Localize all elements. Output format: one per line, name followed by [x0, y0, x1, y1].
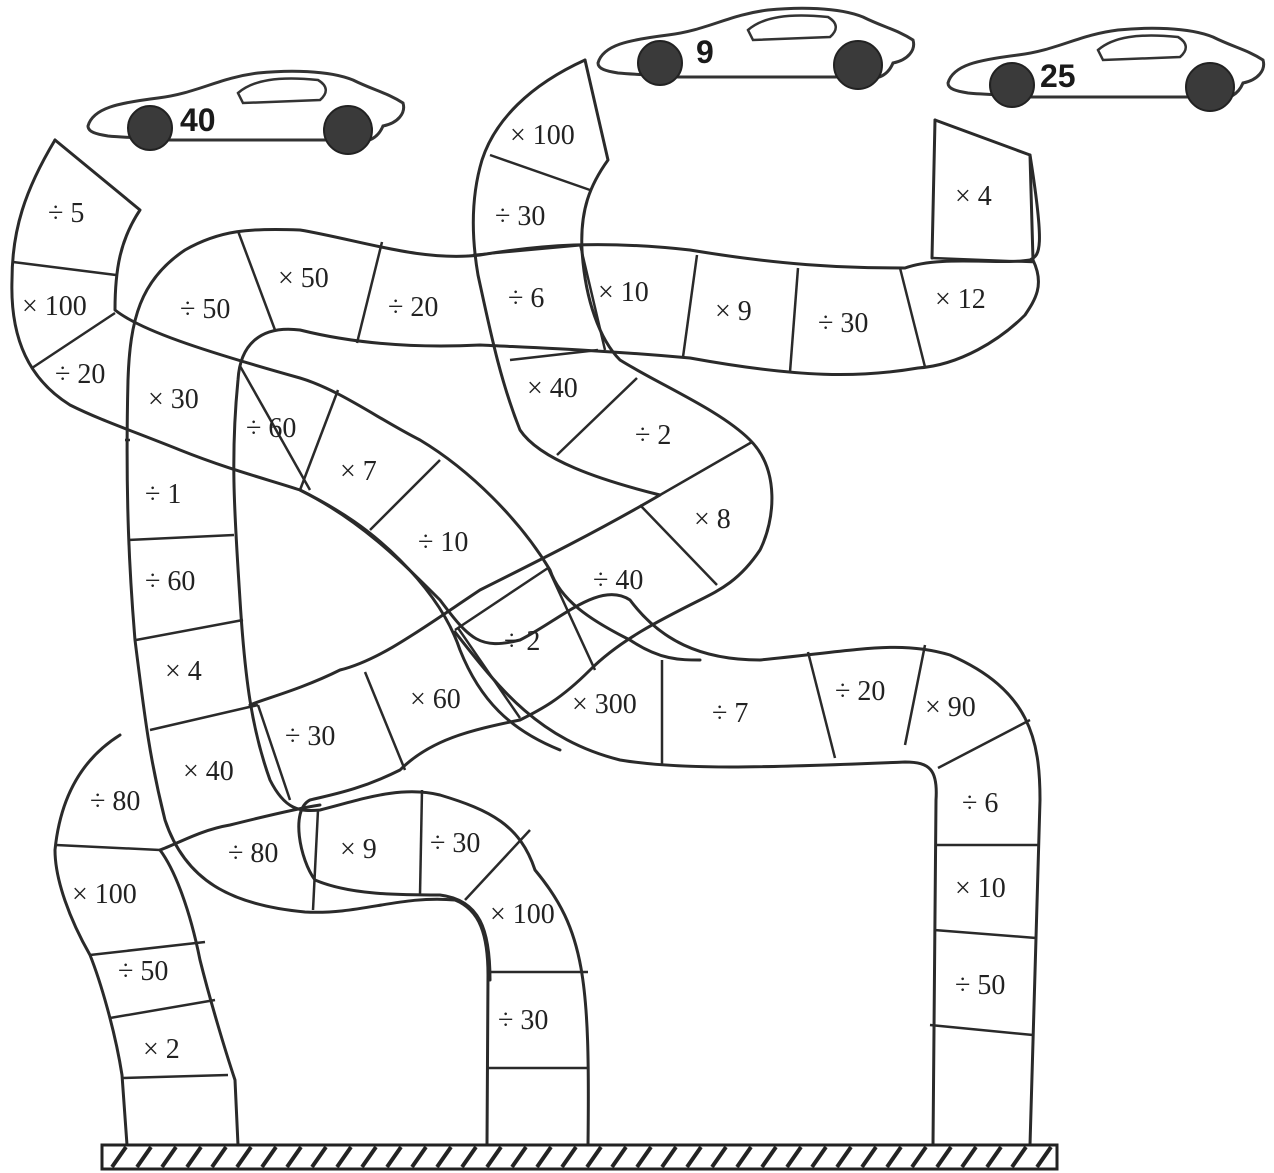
cell-b-5: ÷ 2	[635, 420, 671, 451]
cell-a-1: ÷ 5	[48, 198, 84, 229]
cell-c-11: ÷ 10	[418, 527, 468, 558]
track-a	[12, 140, 700, 1145]
cell-c-18: ÷ 50	[955, 970, 1005, 1001]
car-wheel-front	[128, 106, 172, 150]
cell-b-15: ÷ 30	[498, 1005, 548, 1036]
cell-a-6: ÷ 60	[145, 566, 195, 597]
cell-c-1: × 4	[955, 181, 992, 212]
cell-b-7: ÷ 40	[593, 565, 643, 596]
cell-c-4: × 9	[715, 296, 752, 327]
cell-c-2: × 12	[935, 284, 986, 315]
cell-b-12: × 9	[340, 834, 377, 865]
cell-b-10: ÷ 30	[285, 721, 335, 752]
cell-a-12: × 2	[143, 1034, 180, 1065]
cell-c-5: × 10	[598, 277, 649, 308]
cell-c-17: × 10	[955, 873, 1006, 904]
cell-b-3: ÷ 6	[508, 283, 544, 314]
car-wheel-rear	[834, 41, 882, 89]
race-car-9: 9	[598, 8, 914, 89]
cell-a-4: × 30	[148, 384, 199, 415]
cell-c-7: × 50	[278, 263, 329, 294]
cell-c-14: ÷ 20	[835, 676, 885, 707]
cell-c-15: × 90	[925, 692, 976, 723]
cell-c-16: ÷ 6	[962, 788, 998, 819]
cell-c-10: × 7	[340, 456, 377, 487]
cell-a-7: × 4	[165, 656, 202, 687]
cell-a-8: × 40	[183, 756, 234, 787]
cell-b-6: × 8	[694, 504, 731, 535]
finish-line	[102, 1145, 1057, 1169]
cell-a-9: ÷ 80	[90, 786, 140, 817]
cell-c-8: ÷ 50	[180, 294, 230, 325]
cell-a-5: ÷ 1	[145, 479, 181, 510]
cell-c-3: ÷ 30	[818, 308, 868, 339]
race-car-40: 40	[88, 71, 404, 154]
cell-b-11: ÷ 80	[228, 838, 278, 869]
cell-b-4: × 40	[527, 373, 578, 404]
cell-c-6: ÷ 20	[388, 292, 438, 323]
cell-b-8: ÷ 2	[504, 626, 540, 657]
car-wheel-front	[990, 63, 1034, 107]
race-car-25: 25	[948, 28, 1264, 111]
cell-b-14: × 100	[490, 899, 555, 930]
cell-a-2: × 100	[22, 291, 87, 322]
car-wheel-rear	[1186, 63, 1234, 111]
car-wheel-rear	[324, 106, 372, 154]
car-number: 9	[696, 34, 714, 70]
cell-c-13: ÷ 7	[712, 698, 748, 729]
car-number: 40	[180, 102, 216, 138]
cell-b-1: × 100	[510, 120, 575, 151]
cell-b-9: × 60	[410, 684, 461, 715]
car-number: 25	[1040, 58, 1076, 94]
cell-b-13: ÷ 30	[430, 828, 480, 859]
cell-a-10: × 100	[72, 879, 137, 910]
cell-c-9: ÷ 60	[246, 413, 296, 444]
cell-a-11: ÷ 50	[118, 956, 168, 987]
cell-c-12: × 300	[572, 689, 637, 720]
car-wheel-front	[638, 41, 682, 85]
cell-a-3: ÷ 20	[55, 359, 105, 390]
cell-b-2: ÷ 30	[495, 201, 545, 232]
